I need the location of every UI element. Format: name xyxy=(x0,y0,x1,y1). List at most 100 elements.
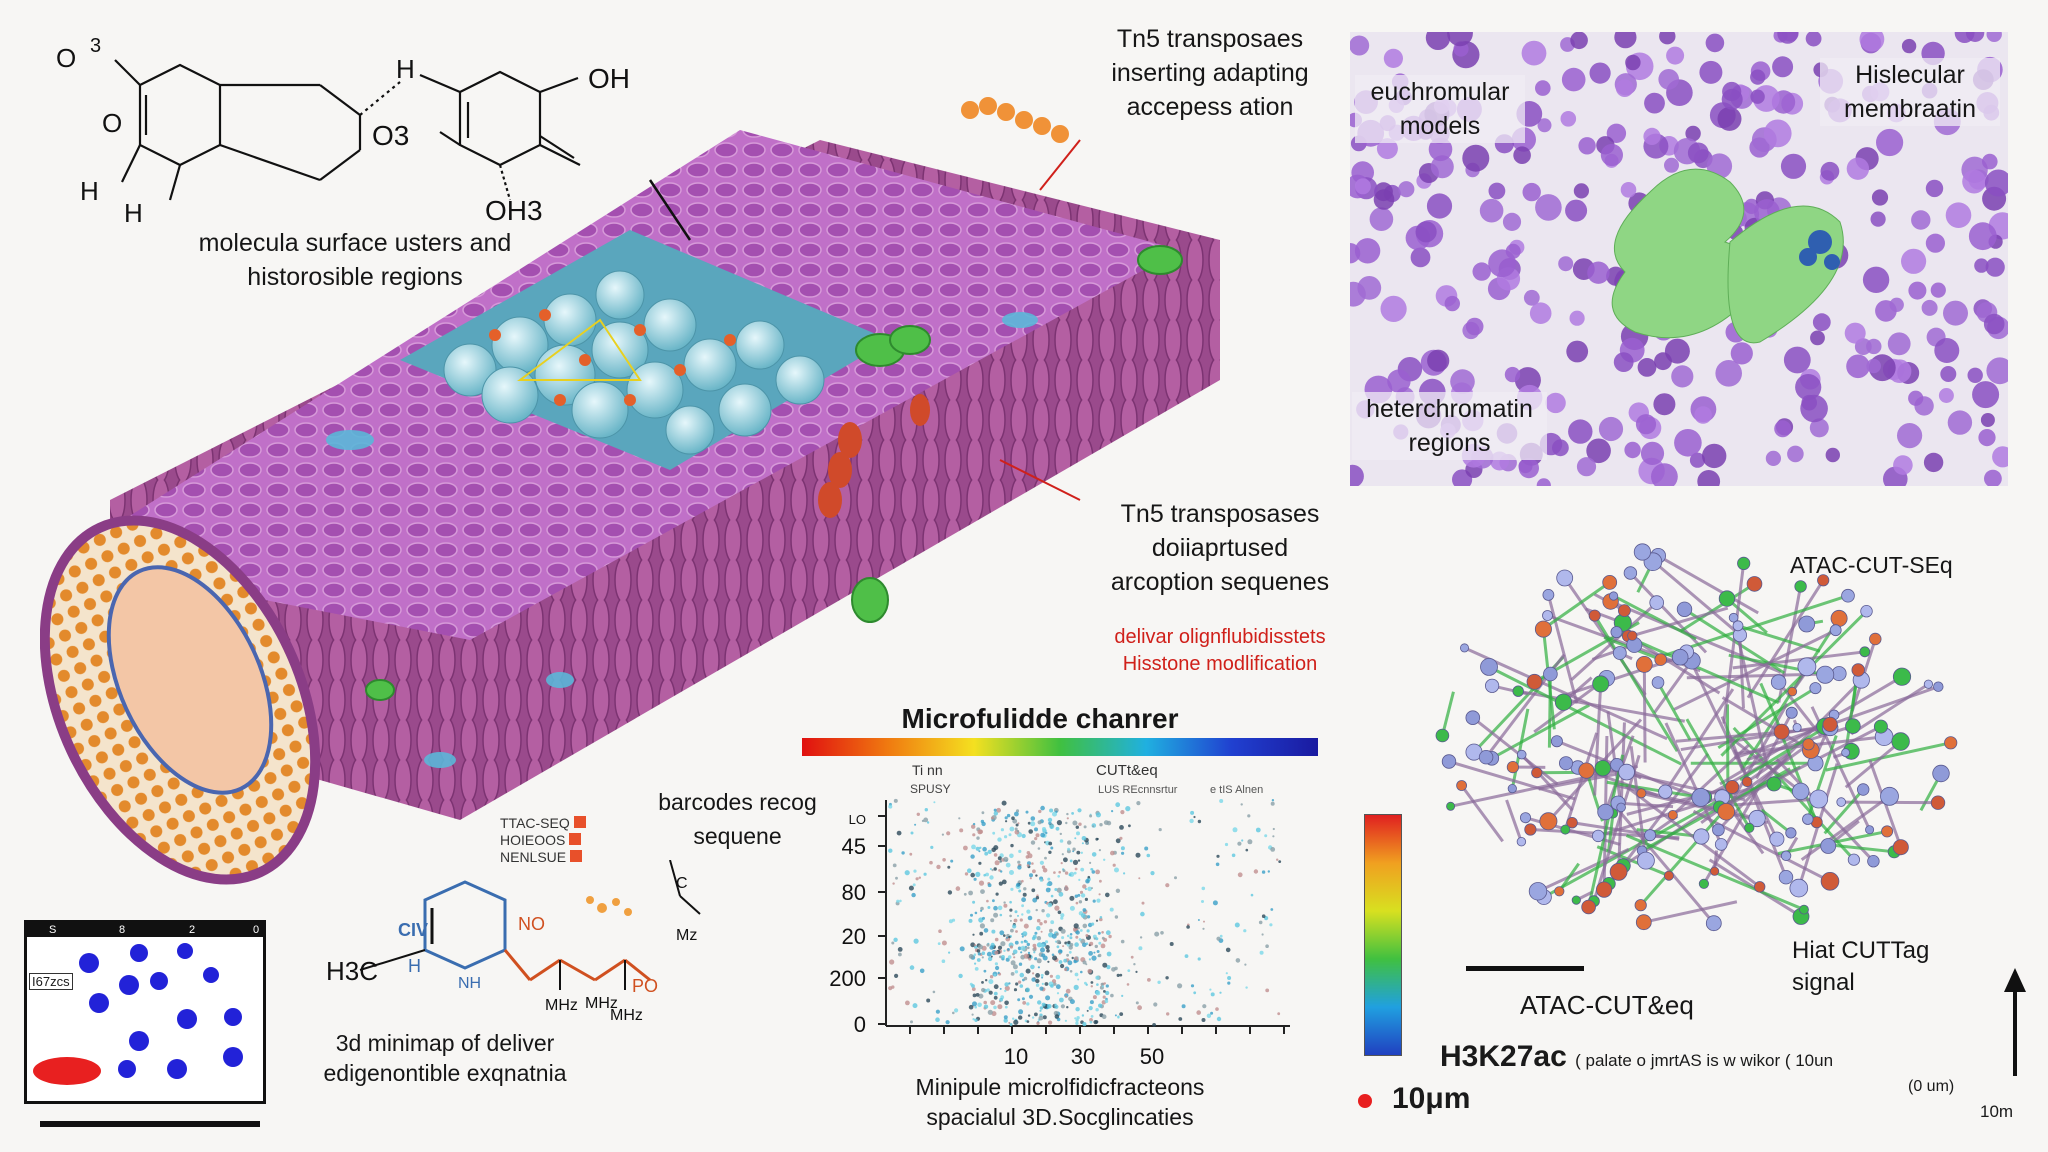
scatter-point xyxy=(1064,967,1068,972)
scatter-point xyxy=(908,885,914,891)
scatter-point xyxy=(1227,976,1232,980)
scatter-point xyxy=(1012,924,1017,929)
y-tick-label: 0 xyxy=(854,1012,866,1037)
scatter-point xyxy=(1012,949,1018,955)
micrograph-cell xyxy=(1783,346,1811,374)
scatter-point xyxy=(1030,964,1035,970)
micrograph-cell xyxy=(1643,127,1661,145)
scatter-point xyxy=(1012,818,1018,824)
scatter-point xyxy=(989,867,992,871)
atom-o: O xyxy=(56,43,76,73)
scatter-point xyxy=(1058,870,1061,874)
network-node xyxy=(1654,653,1668,666)
scatter-point xyxy=(1086,929,1090,933)
scatter-point xyxy=(1079,929,1083,932)
network-node xyxy=(1644,829,1657,842)
scatter-point xyxy=(1003,949,1006,952)
atom-o3: O3 xyxy=(372,120,409,151)
network-bond xyxy=(1440,691,1455,736)
network-bond xyxy=(1759,682,1784,733)
scatter-point xyxy=(1085,963,1088,966)
scatter-point xyxy=(935,1017,940,1022)
scatter-point xyxy=(1098,849,1101,852)
network-node xyxy=(1485,678,1500,693)
network-node xyxy=(1748,809,1766,828)
scatter-point xyxy=(1110,850,1115,856)
scatter-point xyxy=(1098,941,1102,945)
scatter-point xyxy=(1080,893,1086,898)
scatter-point xyxy=(1100,943,1106,949)
micrograph-cell xyxy=(1376,138,1398,160)
scatter-point xyxy=(1045,995,1051,1001)
scatter-point xyxy=(1004,1005,1008,1009)
scatter-point xyxy=(970,872,975,878)
scatter-point xyxy=(1196,1010,1201,1015)
network-bond xyxy=(1721,696,1812,752)
scatter-point xyxy=(1082,923,1088,929)
scatter-point xyxy=(1006,813,1011,818)
network-node xyxy=(1714,838,1728,851)
scatter-point xyxy=(1074,942,1079,947)
scatter-point xyxy=(973,953,977,956)
scatter-point xyxy=(1247,839,1253,845)
network-node xyxy=(1506,761,1520,774)
micrograph-cell xyxy=(1897,423,1923,449)
scatter-point xyxy=(1035,874,1038,877)
network-bond xyxy=(1657,554,1759,615)
network-bond xyxy=(1537,847,1630,893)
micrograph-cell xyxy=(1465,317,1484,336)
scatter-point xyxy=(1077,808,1082,813)
micrograph-cell xyxy=(1689,452,1706,468)
scatter-point xyxy=(1037,847,1041,850)
network-bond xyxy=(1823,788,1865,835)
scatter-point xyxy=(1119,1012,1124,1016)
micrograph-cell xyxy=(1380,295,1407,322)
network-bond xyxy=(1653,659,1694,714)
network-node xyxy=(1528,882,1548,901)
scatter-point xyxy=(1050,984,1054,988)
scatter-point xyxy=(1015,982,1019,986)
scatter-point xyxy=(1116,973,1120,977)
hiat-cuttag-label: Hiat CUTTag signal xyxy=(1792,937,1930,996)
atom-h-left: H xyxy=(80,176,99,206)
scatter-point xyxy=(985,979,988,982)
micrograph-cell xyxy=(1809,418,1829,438)
atac-cut-seq-title: ATAC-CUT-SEq xyxy=(1790,552,1953,578)
scatter-point xyxy=(987,1009,993,1015)
scatter-point xyxy=(1097,931,1101,935)
scatter-point xyxy=(972,933,975,936)
scatter-point xyxy=(1047,817,1053,823)
scatter-point xyxy=(1075,825,1079,829)
scatter-point xyxy=(946,831,951,836)
y-tick-label: LO xyxy=(849,812,866,827)
network-node xyxy=(1847,853,1860,866)
scatter-point xyxy=(1158,828,1162,832)
scatter-point xyxy=(1078,878,1081,881)
scatter-point xyxy=(1022,931,1028,937)
scatter-point xyxy=(916,812,920,816)
scatter-point xyxy=(1050,846,1054,850)
scatter-point xyxy=(1035,978,1040,984)
scatter-point xyxy=(1165,976,1169,980)
scatter-point xyxy=(983,1004,989,1009)
scatter-point xyxy=(1077,893,1081,897)
atom-no: NO xyxy=(518,914,545,934)
scatter-point xyxy=(1040,930,1043,933)
network-node xyxy=(1773,723,1790,740)
scatter-point xyxy=(971,984,975,988)
scatter-point xyxy=(1138,877,1141,880)
scatter-point xyxy=(1216,1016,1222,1022)
scatter-point xyxy=(967,868,972,873)
scatter-point xyxy=(1193,991,1197,995)
scatter-point xyxy=(981,811,985,815)
network-node xyxy=(1612,646,1627,660)
scatter-point xyxy=(892,882,895,885)
scatter-point xyxy=(948,919,953,924)
scatter-point xyxy=(990,955,993,958)
micrograph-cell xyxy=(1992,446,2008,468)
scatter-point xyxy=(1009,919,1012,922)
scatter-point xyxy=(1037,966,1040,969)
micrograph-cell xyxy=(1447,32,1473,47)
scatter-point xyxy=(1035,908,1038,912)
scatter-point xyxy=(1085,983,1088,986)
